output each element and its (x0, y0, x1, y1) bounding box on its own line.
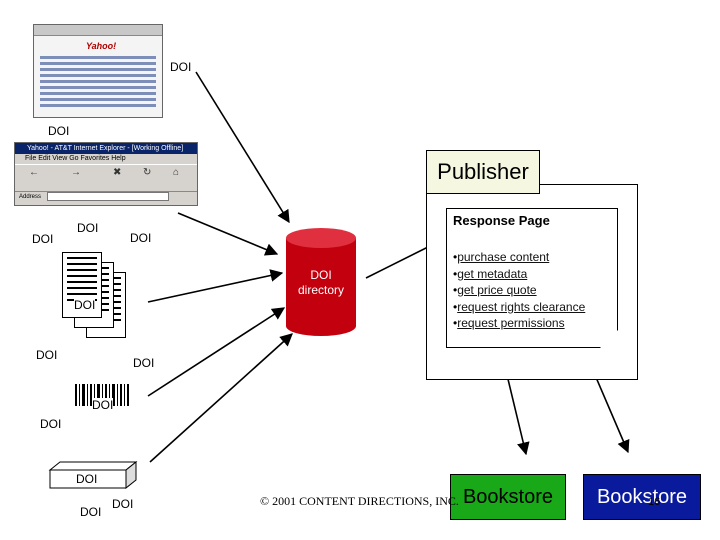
doi-label-d: DOI (36, 348, 58, 362)
bookstore-green: Bookstore (450, 474, 566, 520)
purchase-content-link[interactable]: purchase content (457, 250, 550, 264)
browser-menu: File Edit View Go Favorites Help (25, 155, 126, 162)
list-item: •purchase content (453, 250, 550, 264)
get-price-quote-link[interactable]: get price quote (457, 283, 537, 297)
bookstore-blue: Bookstore (583, 474, 701, 520)
doi-label-book: DOI (76, 472, 98, 486)
book-box-icon (48, 460, 138, 490)
arrow-browser-to-directory (177, 212, 279, 256)
doi-label-f: DOI (40, 417, 62, 431)
doi-label-h: DOI (112, 497, 134, 511)
doi-label-g: DOI (80, 505, 102, 519)
get-metadata-link[interactable]: get metadata (457, 266, 528, 281)
refresh-icon: ↻ (143, 167, 152, 178)
arrow-docs-to-directory (147, 269, 284, 303)
list-item: •get metadata (453, 266, 528, 281)
forward-arrow-icon: → (71, 167, 81, 178)
directory-line2: directory (297, 283, 344, 297)
barcode-icon (75, 384, 129, 406)
arrow-thumb-to-directory (195, 71, 290, 224)
browser-address-bar: Address (15, 192, 197, 202)
doi-label-thumb: DOI (170, 60, 192, 74)
doi-label-barcode: DOI (92, 398, 114, 412)
list-item: •request rights clearance (453, 299, 586, 314)
yahoo-page-thumbnail: Yahoo! (33, 24, 163, 118)
doi-label-c: DOI (130, 231, 152, 245)
back-arrow-icon: ← (29, 167, 39, 178)
doi-label-doc: DOI (74, 298, 96, 312)
doi-label-a: DOI (77, 221, 99, 235)
stop-icon: ✖ (113, 167, 122, 178)
arrow-book-to-directory (149, 333, 293, 463)
doi-label-b: DOI (32, 232, 54, 246)
request-permissions-link[interactable]: request permissions (457, 316, 565, 330)
thumbnail-toolbar (34, 25, 162, 36)
doi-directory-database: DOI directory (286, 228, 356, 336)
browser-window: Yahoo! - AT&T Internet Explorer - [Worki… (14, 142, 198, 206)
response-page-title: Response Page (453, 213, 550, 228)
directory-line1: DOI (310, 268, 332, 282)
yahoo-logo: Yahoo! (86, 41, 117, 51)
browser-title: Yahoo! - AT&T Internet Explorer - [Worki… (15, 143, 197, 154)
arrow-barcode-to-directory (147, 307, 286, 397)
list-item: •get price quote (453, 283, 537, 297)
page-fold-corner (600, 330, 618, 348)
response-page: Response Page •purchase content •get met… (446, 208, 618, 348)
copyright-notice: © 2001 CONTENT DIRECTIONS, INC. (260, 494, 459, 508)
publisher-label: Publisher (426, 150, 540, 194)
request-rights-clearance-link[interactable]: request rights clearance (457, 299, 586, 314)
browser-toolbar: ← → ✖ ↻ ⌂ (15, 164, 197, 192)
list-item: •request permissions (453, 316, 565, 330)
home-icon: ⌂ (173, 167, 180, 178)
thumbnail-content (40, 53, 156, 110)
page-number: 16 (648, 496, 661, 508)
doi-label-browser: DOI (48, 124, 70, 138)
doi-label-e: DOI (133, 356, 155, 370)
response-options-list: •purchase content •get metadata •get pri… (453, 249, 585, 332)
